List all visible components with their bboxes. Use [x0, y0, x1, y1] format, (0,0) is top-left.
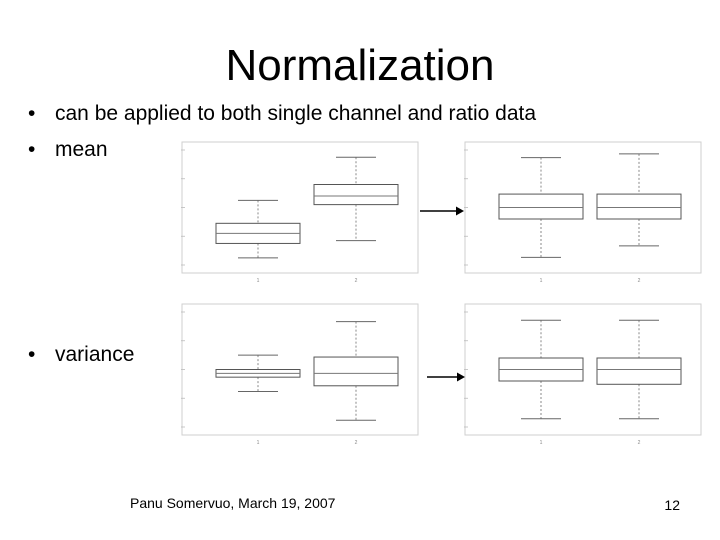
x-tick-label: 2	[638, 278, 641, 284]
box	[596, 193, 682, 220]
bullet-variance: • variance	[28, 342, 134, 368]
box	[596, 357, 682, 385]
plot-frame	[181, 141, 419, 274]
x-tick-label: 2	[355, 278, 358, 284]
slide-footer: Panu Somervuo, March 19, 2007	[130, 495, 336, 511]
mean-arrow-icon	[420, 206, 464, 216]
bullet-text: variance	[55, 343, 135, 366]
x-tick-label: 1	[257, 278, 260, 284]
box	[313, 356, 399, 387]
bullet-marker: •	[28, 343, 36, 366]
bullet-marker: •	[28, 102, 36, 125]
box	[498, 193, 584, 220]
variance-arrow-icon	[427, 372, 465, 382]
bullet-mean: • mean	[28, 137, 108, 163]
bullet-text: can be applied to both single channel an…	[55, 102, 537, 125]
box	[313, 184, 399, 206]
bullet-text: mean	[55, 138, 108, 161]
x-tick-label: 2	[638, 440, 641, 446]
bullet-marker: •	[28, 138, 36, 161]
x-tick-label: 1	[540, 440, 543, 446]
x-tick-label: 1	[257, 440, 260, 446]
x-tick-label: 1	[540, 278, 543, 284]
slide-title: Normalization	[225, 41, 495, 90]
bullet-applicability: • can be applied to both single channel a…	[28, 101, 536, 127]
page-number: 12	[664, 497, 680, 513]
x-tick-label: 2	[355, 440, 358, 446]
